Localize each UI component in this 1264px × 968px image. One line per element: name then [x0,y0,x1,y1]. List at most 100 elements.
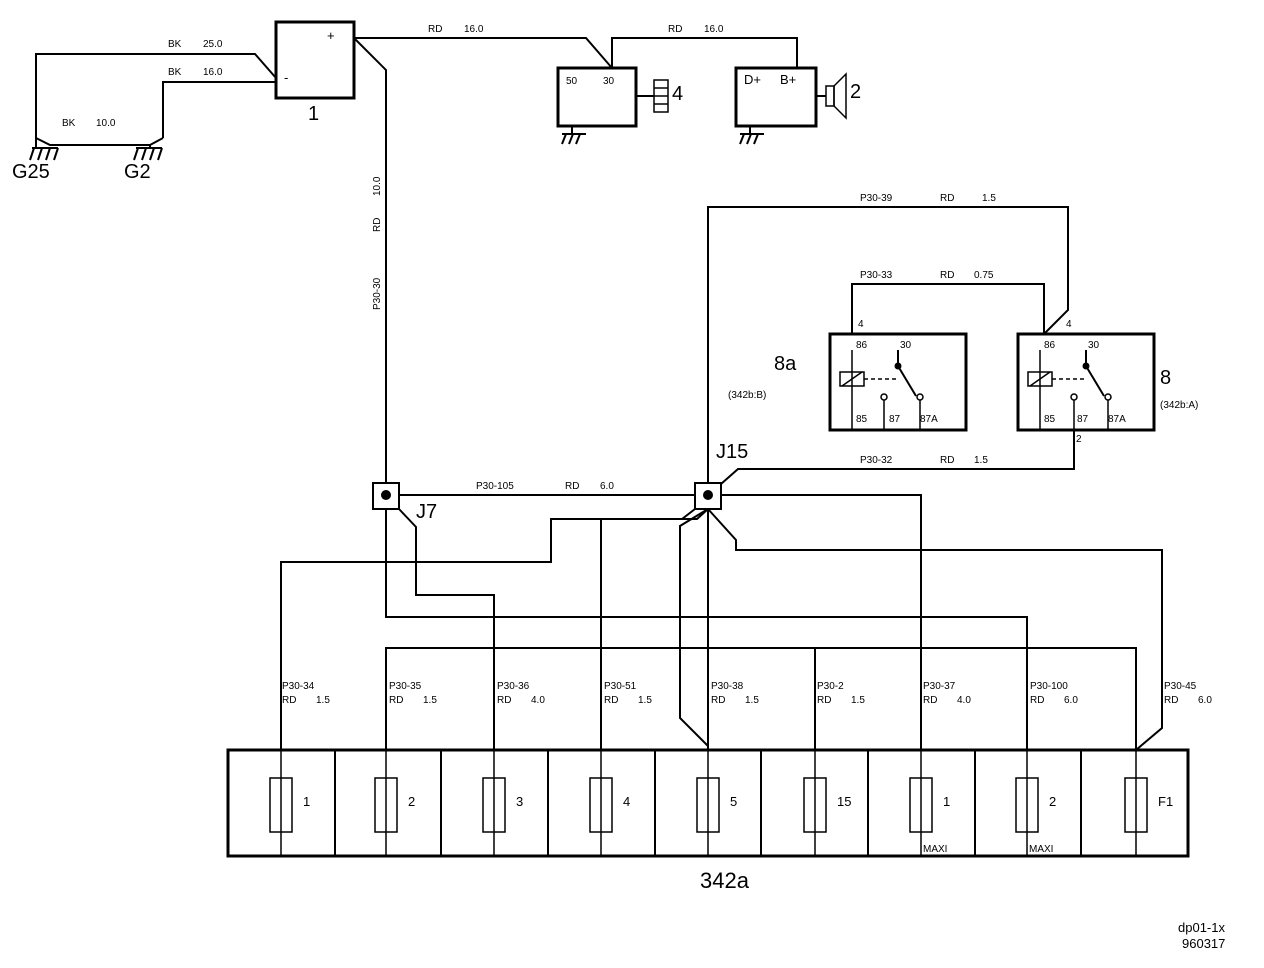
fuse-wire-size: 1.5 [745,695,759,706]
svg-text:30: 30 [900,340,912,351]
ground-g25-symbol [29,138,59,161]
wire-bat-j7-color: RD [372,218,383,232]
wire-p30-32 [720,430,1075,485]
starter-id: 4 [672,83,683,105]
wire-g2-size: 16.0 [203,67,223,78]
relay-8a-ref: (342b:B) [728,390,766,401]
fuse-wire-size: 1.5 [316,695,330,706]
svg-text:4: 4 [1066,319,1072,330]
relay-8-ref: (342b:A) [1160,400,1198,411]
svg-text:85: 85 [856,414,868,425]
fuse-wire-size: 1.5 [638,695,652,706]
fuse-wire-circuit: P30-36 [497,681,530,692]
fuse-wire-circuit: P30-2 [817,681,844,692]
alternator-ground-icon [739,126,764,145]
wire-ground-link-color: BK [62,118,76,129]
diagram-date: 960317 [1182,936,1225,951]
svg-text:P30-30: P30-30 [372,277,383,310]
fuse-wire-size: 6.0 [1198,695,1212,706]
wire-p30-105-color: RD [565,481,579,492]
fuse-wire-size: 6.0 [1064,695,1078,706]
wire-battery-starter [354,37,613,69]
svg-text:87A: 87A [1108,414,1126,425]
svg-text:10.0: 10.0 [372,176,383,196]
wire-bat-j7-circuit: P30-30 [372,277,383,310]
wire-battery-j7 [353,37,387,484]
starter-box [556,66,638,128]
fuse-label: 15 [837,794,851,809]
svg-text:87A: 87A [920,414,938,425]
ground-g2-label: G2 [124,161,151,183]
wire-starter-alt-size: 16.0 [704,24,724,35]
fuse-label: F1 [1158,794,1173,809]
battery-id: 1 [308,103,319,125]
wire-p30-33-size: 0.75 [974,270,994,281]
battery-box [274,20,356,100]
fuse-label: 2 [408,794,415,809]
fuse-label: 4 [623,794,630,809]
fuse-wire-color: RD [604,695,618,706]
wire-g25-size: 25.0 [203,39,223,50]
fuse-wire-circuit: P30-100 [1030,681,1068,692]
diagram-code: dp01-1x [1178,920,1225,935]
fuse-1: 1 [269,750,310,856]
fuse-wire-circuit: P30-35 [389,681,422,692]
wire-p30-32-color: RD [940,455,954,466]
relay-8a-id: 8a [774,353,797,375]
wire-bat-starter-size: 16.0 [464,24,484,35]
fuse-wire-size: 1.5 [851,695,865,706]
wire-starter-alt-color: RD [668,24,682,35]
svg-text:4: 4 [858,319,864,330]
starter-ground-icon [561,126,586,145]
fuse-wire-circuit: P30-37 [923,681,956,692]
fuse-label: 1 [943,794,950,809]
wire-g25-color: BK [168,39,182,50]
fuse-6: 15 [803,750,851,856]
fuse-2: 2 [374,750,415,856]
fuse-wire-circuit: P30-45 [1164,681,1197,692]
wire-p30-33-color: RD [940,270,954,281]
svg-text:86: 86 [856,340,868,351]
fuse-wire-color: RD [497,695,511,706]
fuse-wire-color: RD [923,695,937,706]
fuse-4: 4 [589,750,630,856]
junction-j7 [372,482,400,510]
fuse-5: 5 [696,750,737,856]
svg-text:2: 2 [1076,434,1082,445]
relay-8a: 4 86 30 85 87 87A [828,319,968,432]
wire-g2-color: BK [168,67,182,78]
wire-p30-39-size: 1.5 [982,193,996,204]
fuse-wire-color: RD [282,695,296,706]
wire-p30-105-circuit: P30-105 [476,481,514,492]
alternator-id: 2 [850,81,861,103]
svg-text:87: 87 [889,414,901,425]
wire-p30-39-color: RD [940,193,954,204]
wire-starter-alternator [611,37,798,68]
starter-t30: 30 [603,76,615,87]
wire-p30-33-circuit: P30-33 [860,270,893,281]
wire-p30-39-circuit: P30-39 [860,193,893,204]
ground-wiring [35,53,277,146]
fuse-label: 5 [730,794,737,809]
starter-motor-icon [636,79,669,113]
svg-text:85: 85 [1044,414,1056,425]
junction-j15 [694,482,722,510]
wire-p30-39 [707,206,1069,484]
fuse-label: 1 [303,794,310,809]
battery-plus: + [327,28,335,43]
relay-8-id: 8 [1160,367,1171,389]
fuse-wire-color: RD [1164,695,1178,706]
fuse-wire-circuit: P30-51 [604,681,637,692]
fuse-wire-circuit: P30-34 [282,681,315,692]
